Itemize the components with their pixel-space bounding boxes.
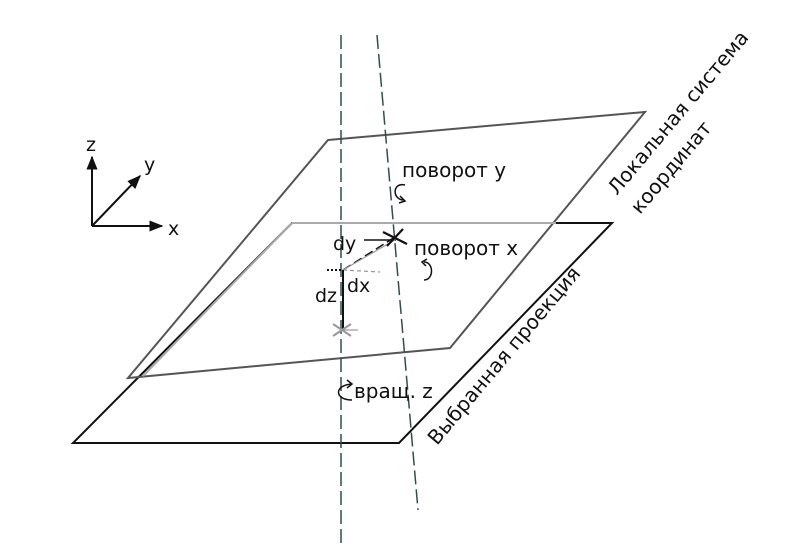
axis-x-label: x [168,218,179,240]
dz-label: dz [315,285,337,307]
local-origin-marker [382,228,408,247]
tilted-dashed-axis [376,34,419,511]
rotation-z-arrow [337,383,353,401]
dy-label: dy [333,233,356,255]
dx-baseline [342,269,381,273]
rotation-y-arrowhead [398,195,407,204]
local-system-plane [125,110,648,380]
selected-projection-label: Выбранная проекция [422,262,585,450]
rotation-x-arrowhead [420,258,428,267]
axis-y-label: y [144,154,155,176]
rotation-z-label: вращ. z [354,379,433,403]
hidden-edge-left [142,222,293,377]
rotation-x-arrow [423,261,433,281]
axis-y-arrow [91,174,141,227]
axis-z-label: z [86,134,96,156]
rotation-x-label: поворот x [414,236,518,260]
rotation-y-arrow [394,184,406,201]
projection-origin-marker [332,323,352,337]
rotation-y-label: поворот y [402,158,506,182]
dx-label: dx [347,275,370,297]
dy-offset-line [342,236,396,271]
rotation-z-arrowhead [346,379,354,389]
